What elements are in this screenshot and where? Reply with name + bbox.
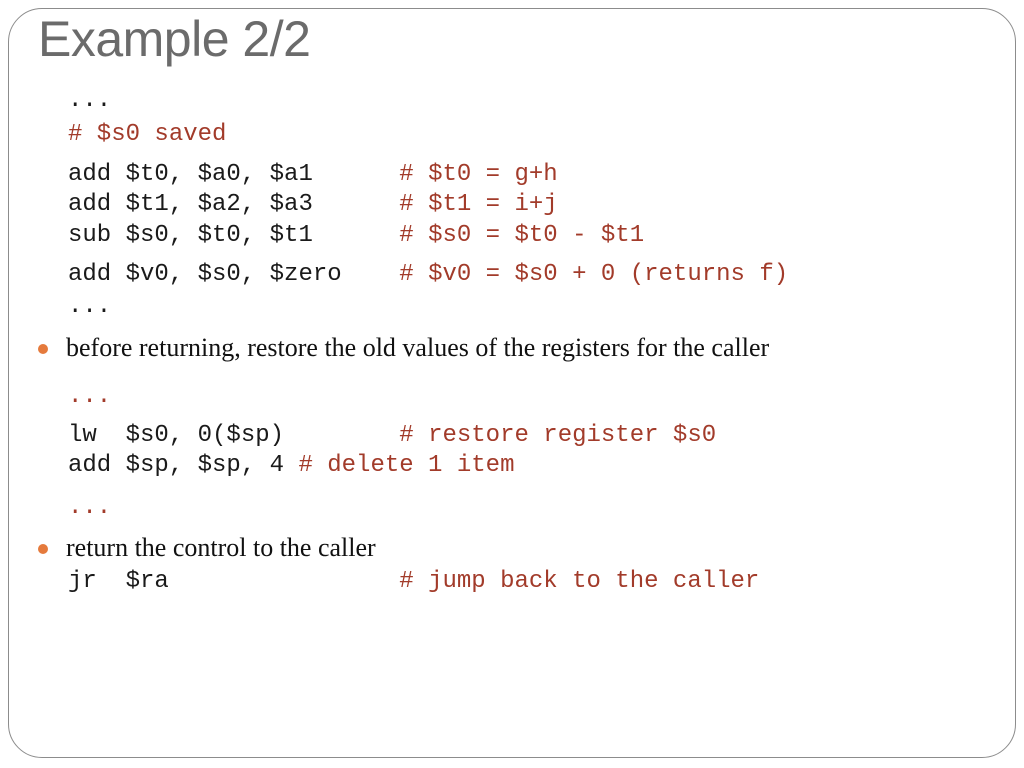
ellipsis-line: ... (68, 493, 111, 523)
code-line: lw $s0, 0($sp) # restore register $s0 (68, 421, 716, 451)
ellipsis: ... (68, 494, 112, 521)
code-instruction: jr $ra (68, 568, 400, 595)
slide-frame (8, 8, 1016, 758)
code-comment: # $s0 saved (68, 121, 227, 148)
bullet-dot-icon (38, 544, 48, 554)
code-comment: # delete 1 item (298, 452, 515, 479)
code-comment: # $t1 = i+j (399, 191, 558, 218)
code-line: add $v0, $s0, $zero # $v0 = $s0 + 0 (ret… (68, 260, 788, 290)
code-instruction: lw $s0, 0($sp) (68, 422, 400, 449)
code-comment: # $t0 = g+h (399, 161, 558, 188)
code-line: add $t1, $a2, $a3 # $t1 = i+j (68, 190, 558, 220)
ellipsis: ... (68, 383, 112, 410)
bullet-dot-icon (38, 344, 48, 354)
code-instruction: add $t0, $a0, $a1 (68, 161, 400, 188)
bullet-item: return the control to the caller (38, 533, 376, 623)
code-instruction: add $sp, $sp, 4 (68, 452, 299, 479)
bullet-item: before returning, restore the old values… (38, 333, 769, 423)
code-line: add $t0, $a0, $a1 # $t0 = g+h (68, 160, 558, 190)
code-instruction: sub $s0, $t0, $t1 (68, 222, 400, 249)
code-line: sub $s0, $t0, $t1 # $s0 = $t0 - $t1 (68, 221, 644, 251)
bullet-text: before returning, restore the old values… (66, 333, 770, 362)
code-instruction: add $t1, $a2, $a3 (68, 191, 400, 218)
bullet-text: return the control to the caller (66, 533, 376, 562)
code-line: add $sp, $sp, 4 # delete 1 item (68, 451, 514, 481)
code-instruction: add $v0, $s0, $zero (68, 261, 400, 288)
code-comment-line: # $s0 saved (68, 120, 226, 150)
slide-title: Example 2/2 (38, 11, 311, 67)
code-comment: # $s0 = $t0 - $t1 (399, 222, 645, 249)
ellipsis-line: ... (68, 382, 111, 412)
code-comment: # restore register $s0 (399, 422, 717, 449)
code-comment: # jump back to the caller (399, 568, 760, 595)
ellipsis: ... (68, 87, 112, 114)
code-line: jr $ra # jump back to the caller (68, 567, 759, 597)
ellipsis: ... (68, 293, 112, 320)
code-comment: # $v0 = $s0 + 0 (returns f) (399, 261, 789, 288)
